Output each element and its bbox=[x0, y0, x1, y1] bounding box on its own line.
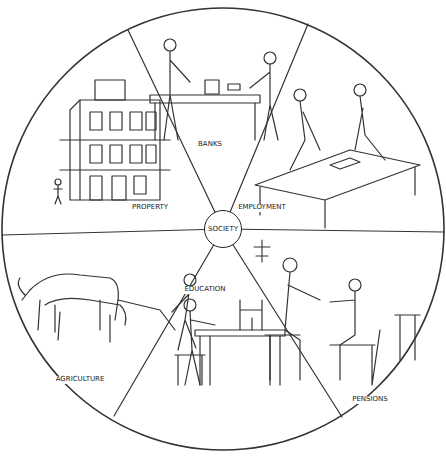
sector-label: PENSIONS bbox=[351, 396, 389, 404]
sector-label: EMPLOYMENT bbox=[237, 204, 287, 212]
node-text: SOCIETY bbox=[208, 225, 238, 233]
center-circle: SOCIETY bbox=[204, 210, 242, 248]
sector-label: EDUCATION bbox=[183, 286, 226, 294]
sector-label: PROPERTY bbox=[131, 204, 169, 212]
sector-label: AGRICULTURE bbox=[55, 376, 106, 384]
sector-label: BANKS bbox=[197, 141, 223, 149]
